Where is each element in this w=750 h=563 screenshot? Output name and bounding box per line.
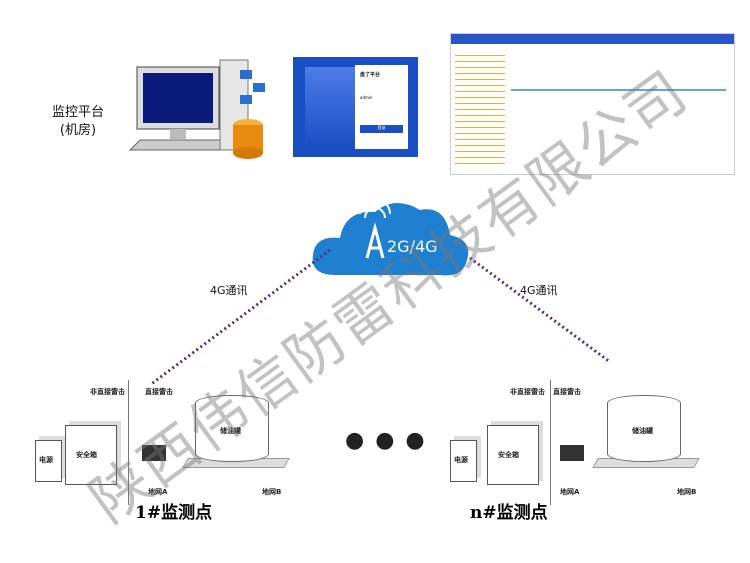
site-n: 非直接雷击 直接雷击 电源 安全箱 储油罐 地网A 地网B n#监测点 [445,380,735,530]
login-user-field: admin [360,95,373,100]
dashboard-screenshot [450,33,735,175]
link-label-left: 4G通讯 [210,284,248,297]
platform-label-line2: (机房) [59,123,97,138]
safety-box: 安全箱 [65,425,117,485]
grid-b-label: 地网B [262,488,282,496]
label-indirect: 非直接雷击 [90,388,125,396]
link-label-right: 4G通讯 [520,284,558,297]
grid-a-label: 地网A [560,488,580,496]
grid-a-label: 地网A [148,488,168,496]
computer-server-icon [128,59,265,159]
power-label: 电源 [39,456,53,464]
ellipsis: ● ● ● [345,428,427,453]
platform-label-line1: 监控平台 [52,105,105,120]
label-indirect: 非直接雷击 [510,388,545,396]
power-label: 电源 [454,456,468,464]
monitor-device [142,445,166,461]
label-direct: 直接雷击 [553,388,581,396]
site-1: 非直接雷击 直接雷击 电源 安全箱 储油罐 地网A 地网B 1#监测点 [30,380,320,530]
safety-box-label: 安全箱 [498,451,519,459]
link-right [469,256,611,364]
login-screenshot: 盘了平台 admin 登录 [293,57,418,157]
label-direct: 直接雷击 [145,388,173,396]
safety-box: 安全箱 [487,425,539,485]
tank: 储油罐 [607,395,681,462]
tank: 储油罐 [195,395,269,462]
tank-label: 储油罐 [220,427,241,435]
site-title: n#监测点 [470,503,548,523]
monitor-device [560,445,584,461]
login-title: 盘了平台 [360,72,381,78]
tank-label: 储油罐 [632,427,653,435]
site-title: 1#监测点 [135,503,213,523]
platform-label: 监控平台 (机房) [52,104,104,140]
cloud-label: 2G/4G [387,237,438,256]
power-box: 电源 [450,440,477,482]
safety-box-label: 安全箱 [76,451,97,459]
cloud-icon: 2G/4G [312,198,469,276]
grid-b-label: 地网B [677,488,697,496]
power-box: 电源 [35,440,62,482]
login-button: 登录 [360,125,403,133]
